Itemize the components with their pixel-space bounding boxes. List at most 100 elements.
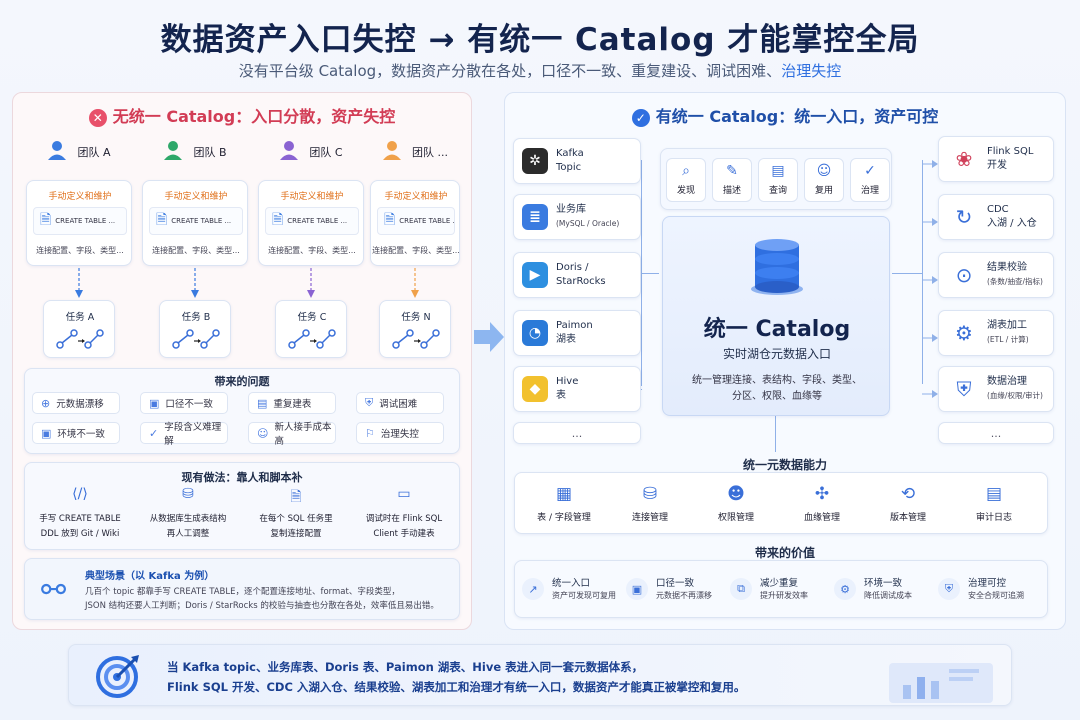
problem-chip: ▣环境不一致 [32,422,120,444]
task-card: 任务 B [159,300,231,358]
value-icon: ⧉ [730,578,752,600]
scenario-line-1: 几百个 topic 都靠手写 CREATE TABLE，逐个配置连接地址、for… [85,587,400,597]
team-card-desc: 连接配置、字段、类型... [372,246,460,255]
value-desc: 资产可发现可复用 [552,590,616,600]
practice-line-2: Client 手动建表 [373,529,435,539]
team-card-header: 手动定义和维护 [164,192,228,202]
feature-icon: ✓ [864,163,876,179]
source-name: Doris / [556,262,589,273]
problem-label: 重复建表 [273,399,312,410]
source-name: 业务库 [556,204,586,215]
flow-icon [172,327,220,351]
problem-chip: ⛨ 调试困难 [356,392,444,414]
problem-label: 口径不一致 [165,399,213,410]
capability-label: 连接管理 [631,513,668,523]
problem-chip: ▤重复建表 [248,392,336,414]
destination-logo-icon: ❀ [955,147,973,171]
problem-chip: ⚐治理失控 [356,422,444,444]
feature-item: ✓治理 [850,158,890,202]
source-card: ... [513,422,641,444]
capability-label: 血缘管理 [803,513,840,523]
team-name: 团队 B [193,146,227,159]
problem-label: 调试困难 [379,399,418,410]
practice-line-2: DDL 放到 Git / Wiki [40,529,120,539]
destination-card: ⊙结果校验(条数/抽查/指标) [938,252,1054,298]
value-desc: 降低调试成本 [864,590,912,600]
database-icon: ⛁ [182,486,194,502]
target-icon: ▣ [149,396,160,410]
task-name: 任务 A [65,312,95,323]
value-text: 减少重复提升研发效率 [760,577,808,602]
document-icon: 🗎 [272,212,284,228]
problem-label: 新人接手成本高 [274,422,332,447]
ddl-box: 🗎CREATE TABLE ... [149,207,243,235]
down-arrow-icon [307,268,315,298]
source-logo-icon: ◆ [522,376,548,402]
team-name: 团队 A [77,146,111,159]
down-arrow-icon [75,268,83,298]
destination-name: 数据治理 [987,376,1027,387]
practice-line-2: 再人工调整 [166,529,210,539]
drift-icon: ⊕ [41,396,51,410]
feature-label: 描述 [722,186,741,196]
right-panel-title: ✓有统一 Catalog：统一入口，资产可控 [505,103,1065,127]
down-arrow-icon [191,268,199,298]
team-name: 团队 ... [412,146,448,159]
destination-name: Flink SQL [987,146,1034,157]
problem-chip: ▣ 口径不一致 [140,392,228,414]
source-sub: StarRocks [556,276,606,287]
source-link-line [641,389,642,390]
page-title: 数据资产入口失控 → 有统一 Catalog 才能掌控全局 [160,22,920,58]
value-item: ⧉ 减少重复提升研发效率 [730,572,832,606]
team-card-desc: 连接配置、字段、类型... [152,246,240,255]
share-icon: ⚯ [41,573,67,608]
more-label: ... [990,426,1002,440]
practice-line-1: 在每个 SQL 任务里 [259,514,333,524]
value-text: 统一入口资产可发现可复用 [552,577,616,602]
destination-name: 湖表加工 [987,320,1027,331]
team-name: 团队 C [309,146,343,159]
source-note: (MySQL / Oracle) [556,219,620,228]
capability-icon: ☻ [727,484,745,504]
shield-icon: ⛨ [365,396,374,409]
user-icon: ☺ [257,426,269,440]
catalog-subtitle: 实时湖仓元数据入口 [722,347,831,361]
capability-item: ⟲版本管理 [868,484,948,523]
arrow-right-icon [922,384,938,398]
value-title: 口径一致 [656,577,695,589]
problems-title: 带来的问题 [214,375,270,388]
problem-chip: ⊕元数据漂移 [32,392,120,414]
ddl-text: CREATE TABLE ... [399,217,454,225]
footer-line-1: 当 Kafka topic、业务库表、Doris 表、Paimon 湖表、Hiv… [167,660,644,674]
source-name: Hive [556,376,579,387]
feature-icon: ☺ [816,163,832,179]
team-card-header: 手动定义和维护 [384,192,448,202]
source-link-line [641,217,642,218]
target-icon [95,653,141,699]
practice-line-1: 调试时在 Flink SQL [365,514,443,524]
source-card: ≣业务库(MySQL / Oracle) [513,194,641,240]
capability-item: ✣血缘管理 [782,484,862,523]
arrow-right-icon [922,212,938,226]
field-icon: ✓ [149,426,159,440]
value-item: ↗ 统一入口资产可发现可复用 [522,572,624,606]
more-label: ... [571,426,583,440]
destination-logo-icon: ⚙ [955,321,973,345]
arrow-right-icon [922,328,938,342]
value-icon: ↗ [522,578,544,600]
capability-label: 版本管理 [889,513,926,523]
team-card: 手动定义和维护 🗎CREATE TABLE ... 连接配置、字段、类型... [370,180,460,266]
left-title-text: 无统一 Catalog：入口分散，资产失控 [112,107,396,126]
value-text: 环境一致降低调试成本 [864,577,912,602]
ddl-box: 🗎CREATE TABLE ... [377,207,455,235]
capability-item: ☻权限管理 [696,484,776,523]
problem-chip: ✓字段含义难理解 [140,422,228,447]
value-desc: 安全合规可追溯 [968,590,1024,600]
